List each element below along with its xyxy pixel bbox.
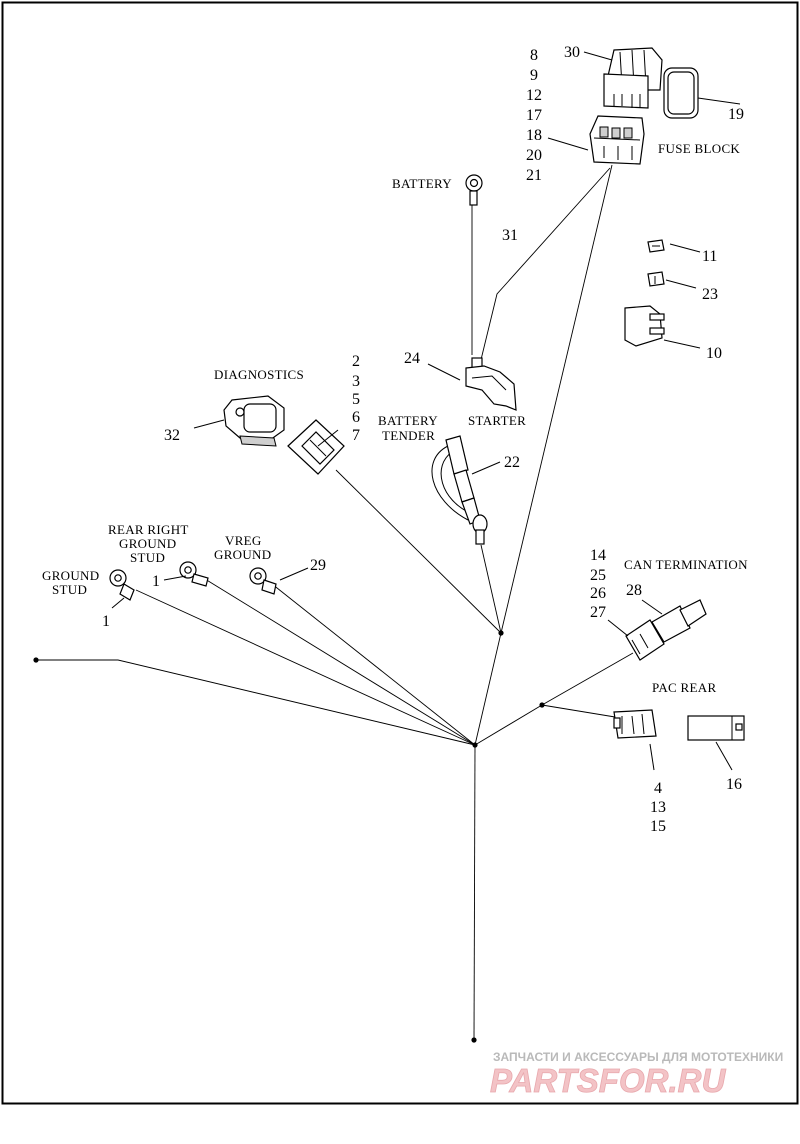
can-termination-connector [625, 599, 707, 661]
wire-to-fuse-block [500, 164, 613, 634]
rear-right-ground-terminal [179, 561, 209, 587]
wire-junction-up [474, 632, 502, 746]
label-ground-stud-line1: GROUND [42, 568, 99, 583]
label-vreg-line1: VREG [225, 533, 262, 548]
wire-left-branch [36, 659, 476, 746]
callout-1-rear-right: 1 [152, 573, 160, 590]
label-ground-stud-line2: STUD [52, 582, 87, 597]
wire-fuse-to-starter-31 [477, 167, 611, 373]
label-battery: BATTERY [392, 176, 452, 191]
wire-to-vreg-ground [271, 583, 476, 746]
callout-4: 4 [654, 780, 662, 797]
wire-to-ground-stud [135, 589, 476, 746]
callout-32: 32 [164, 427, 180, 444]
label-fuse-block: FUSE BLOCK [658, 141, 740, 156]
relay-part [603, 47, 663, 109]
callout-9: 9 [530, 67, 538, 84]
junction-node-upper [498, 630, 504, 636]
callout-leader-lines [111, 51, 741, 771]
label-vreg-line2: GROUND [214, 547, 271, 562]
callout-17: 17 [526, 107, 542, 124]
callout-5: 5 [352, 391, 360, 408]
callout-18: 18 [526, 127, 542, 144]
callout-14: 14 [590, 547, 606, 564]
wire-end-bottom [471, 1037, 477, 1043]
battery-tender-lead [431, 435, 488, 545]
watermark-brand-logo: PARTSFOR.RU [490, 1062, 726, 1099]
callout-23: 23 [702, 286, 718, 303]
callout-29: 29 [310, 557, 326, 574]
callout-1-ground-stud: 1 [102, 613, 110, 630]
callout-11: 11 [702, 248, 717, 265]
vreg-ground-terminal [249, 567, 277, 595]
callout-15: 15 [650, 818, 666, 835]
label-rear-right-line3: STUD [130, 550, 165, 565]
label-rear-right-line1: REAR RIGHT [108, 522, 189, 537]
starter-boot [465, 357, 517, 411]
part-labels: FUSE BLOCK BATTERY STARTER DIAGNOSTICS B… [42, 141, 748, 695]
label-starter: STARTER [468, 413, 526, 428]
callout-3: 3 [352, 373, 360, 390]
wire-to-diag-connector [335, 469, 502, 634]
battery-eyelet-terminal [465, 174, 483, 206]
callout-20: 20 [526, 147, 542, 164]
diagnostics-connector [223, 395, 285, 447]
pac-rear-connector [613, 709, 657, 739]
callout-26: 26 [590, 585, 606, 602]
label-pac-rear: PAC REAR [652, 680, 716, 695]
callout-6: 6 [352, 409, 360, 426]
callout-16: 16 [726, 776, 742, 793]
label-battery-tender-line2: TENDER [382, 428, 435, 443]
label-diagnostics: DIAGNOSTICS [214, 367, 304, 382]
callout-8: 8 [530, 47, 538, 64]
callout-numbers: 30 8 9 12 17 18 20 21 19 31 11 23 10 24 … [102, 44, 744, 835]
junction-node-main [472, 742, 478, 748]
callout-2: 2 [352, 353, 360, 370]
diagram-frame [1, 1, 799, 1105]
label-can-termination: CAN TERMINATION [624, 557, 748, 572]
callout-13: 13 [650, 799, 666, 816]
label-rear-right-line2: GROUND [119, 536, 176, 551]
label-battery-tender-line1: BATTERY [378, 413, 438, 428]
watermark-tagline: ЗАПЧАСТИ И АКСЕССУАРЫ ДЛЯ МОТОТЕХНИКИ [493, 1050, 783, 1064]
callout-31: 31 [502, 227, 518, 244]
callout-12: 12 [526, 87, 542, 104]
wire-right-branch [474, 704, 543, 746]
callout-19: 19 [728, 106, 744, 123]
callout-30: 30 [564, 44, 580, 61]
wire-to-can-termination [541, 652, 634, 706]
callout-24: 24 [404, 350, 420, 367]
callout-21: 21 [526, 167, 542, 184]
callout-22: 22 [504, 454, 520, 471]
callout-7: 7 [352, 427, 360, 444]
watermark: ЗАПЧАСТИ И АКСЕССУАРЫ ДЛЯ МОТОТЕХНИКИ PA… [490, 1050, 784, 1099]
wire-to-pac-rear [541, 704, 616, 718]
mini-fuse-23 [647, 271, 665, 287]
junction-node-right [539, 702, 545, 708]
callout-25: 25 [590, 567, 606, 584]
wire-main-trunk-down [473, 744, 476, 1041]
wire-to-battery-tender [480, 544, 502, 634]
fuse-block-cover [663, 67, 699, 119]
fuse-block-housing [589, 115, 645, 165]
mini-fuse-11 [647, 239, 665, 253]
maxi-fuse-10 [624, 305, 665, 347]
callout-27: 27 [590, 604, 606, 621]
wire-end-left [33, 657, 39, 663]
mating-connector-16 [687, 715, 745, 741]
ground-stud-terminal [109, 569, 135, 601]
callout-10: 10 [706, 345, 722, 362]
wire-to-rear-right-ground [204, 578, 476, 746]
callout-28: 28 [626, 582, 642, 599]
harness-connector-2-7 [287, 419, 345, 475]
harness-wires [36, 164, 634, 1041]
